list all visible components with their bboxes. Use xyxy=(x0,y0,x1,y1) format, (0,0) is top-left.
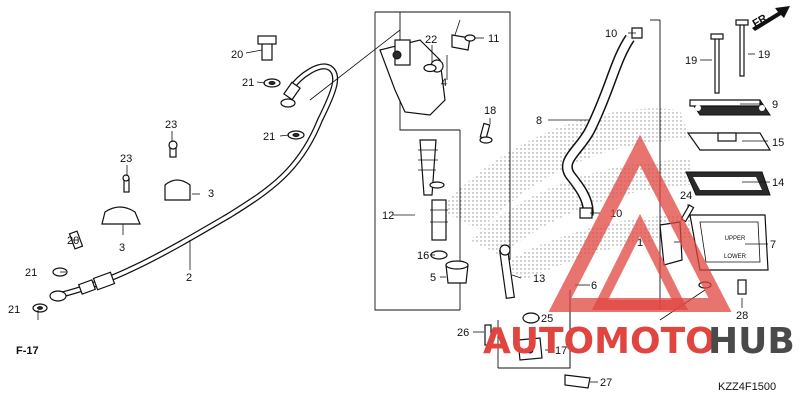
callout-5: 5 xyxy=(430,272,436,284)
callout-22: 22 xyxy=(425,34,437,46)
callout-6: 6 xyxy=(591,280,597,292)
callout-21-middle: 21 xyxy=(263,131,275,143)
callout-9: 9 xyxy=(772,99,778,111)
callout-2: 2 xyxy=(186,272,192,284)
callout-14: 14 xyxy=(772,177,784,189)
callout-21-upper: 21 xyxy=(242,77,254,89)
callout-23-lower: 23 xyxy=(120,153,132,165)
callout-4: 4 xyxy=(441,77,447,89)
clevis-parts xyxy=(484,312,591,389)
callout-27: 27 xyxy=(600,377,612,389)
callout-21-bottom: 21 xyxy=(8,304,20,316)
front-direction-label: FR. xyxy=(751,11,772,30)
svg-text:UPPER: UPPER xyxy=(725,236,746,242)
callout-28: 28 xyxy=(736,310,748,322)
callout-24: 24 xyxy=(680,190,692,202)
diagram-code: KZZ4F1500 xyxy=(718,381,776,393)
watermark-logo: AUTOMOTO HUB xyxy=(483,134,795,362)
callout-16: 16 xyxy=(417,250,429,262)
callout-19-left: 19 xyxy=(685,55,697,67)
callout-7: 7 xyxy=(770,239,776,251)
piston-assembly xyxy=(418,139,469,284)
callout-1: 1 xyxy=(637,237,643,249)
push-rod xyxy=(499,244,515,300)
watermark-hub: HUB xyxy=(708,321,795,362)
svg-text:LOWER: LOWER xyxy=(724,254,747,260)
front-direction-arrow xyxy=(752,6,790,31)
callout-20-lower: 20 xyxy=(67,235,79,247)
callout-13: 13 xyxy=(533,273,545,285)
callout-8: 8 xyxy=(536,115,542,127)
left-hardware xyxy=(32,35,305,313)
bolt-18 xyxy=(479,122,493,144)
brake-hose xyxy=(49,63,339,302)
master-cylinder xyxy=(379,39,446,116)
callout-labels: 20 21 21 23 23 3 3 20 21 2 21 F-17 22 4 … xyxy=(8,11,784,393)
callout-19-right: 19 xyxy=(758,49,770,61)
callout-23-upper: 23 xyxy=(165,119,177,131)
reservoir-hose xyxy=(562,27,643,219)
reference-f17: F-17 xyxy=(16,345,39,357)
reservoir-bolts xyxy=(710,19,749,94)
leader-lines xyxy=(37,29,770,383)
callout-18: 18 xyxy=(484,105,496,117)
callout-20-upper: 20 xyxy=(231,49,243,61)
callout-12: 12 xyxy=(382,210,394,222)
callout-11: 11 xyxy=(488,33,499,45)
upper-fittings xyxy=(423,19,476,73)
callout-17: 17 xyxy=(555,345,567,357)
callout-10-upper: 10 xyxy=(605,28,617,40)
callout-26: 26 xyxy=(457,327,469,339)
callout-3-right: 3 xyxy=(208,188,214,200)
callout-3-left: 3 xyxy=(119,242,125,254)
reservoir-parts: UPPER LOWER xyxy=(685,99,772,271)
watermark-automoto: AUTOMOTO xyxy=(483,321,716,362)
callout-25: 25 xyxy=(541,313,553,325)
callout-21-lower: 21 xyxy=(25,267,37,279)
callout-15: 15 xyxy=(772,137,784,149)
